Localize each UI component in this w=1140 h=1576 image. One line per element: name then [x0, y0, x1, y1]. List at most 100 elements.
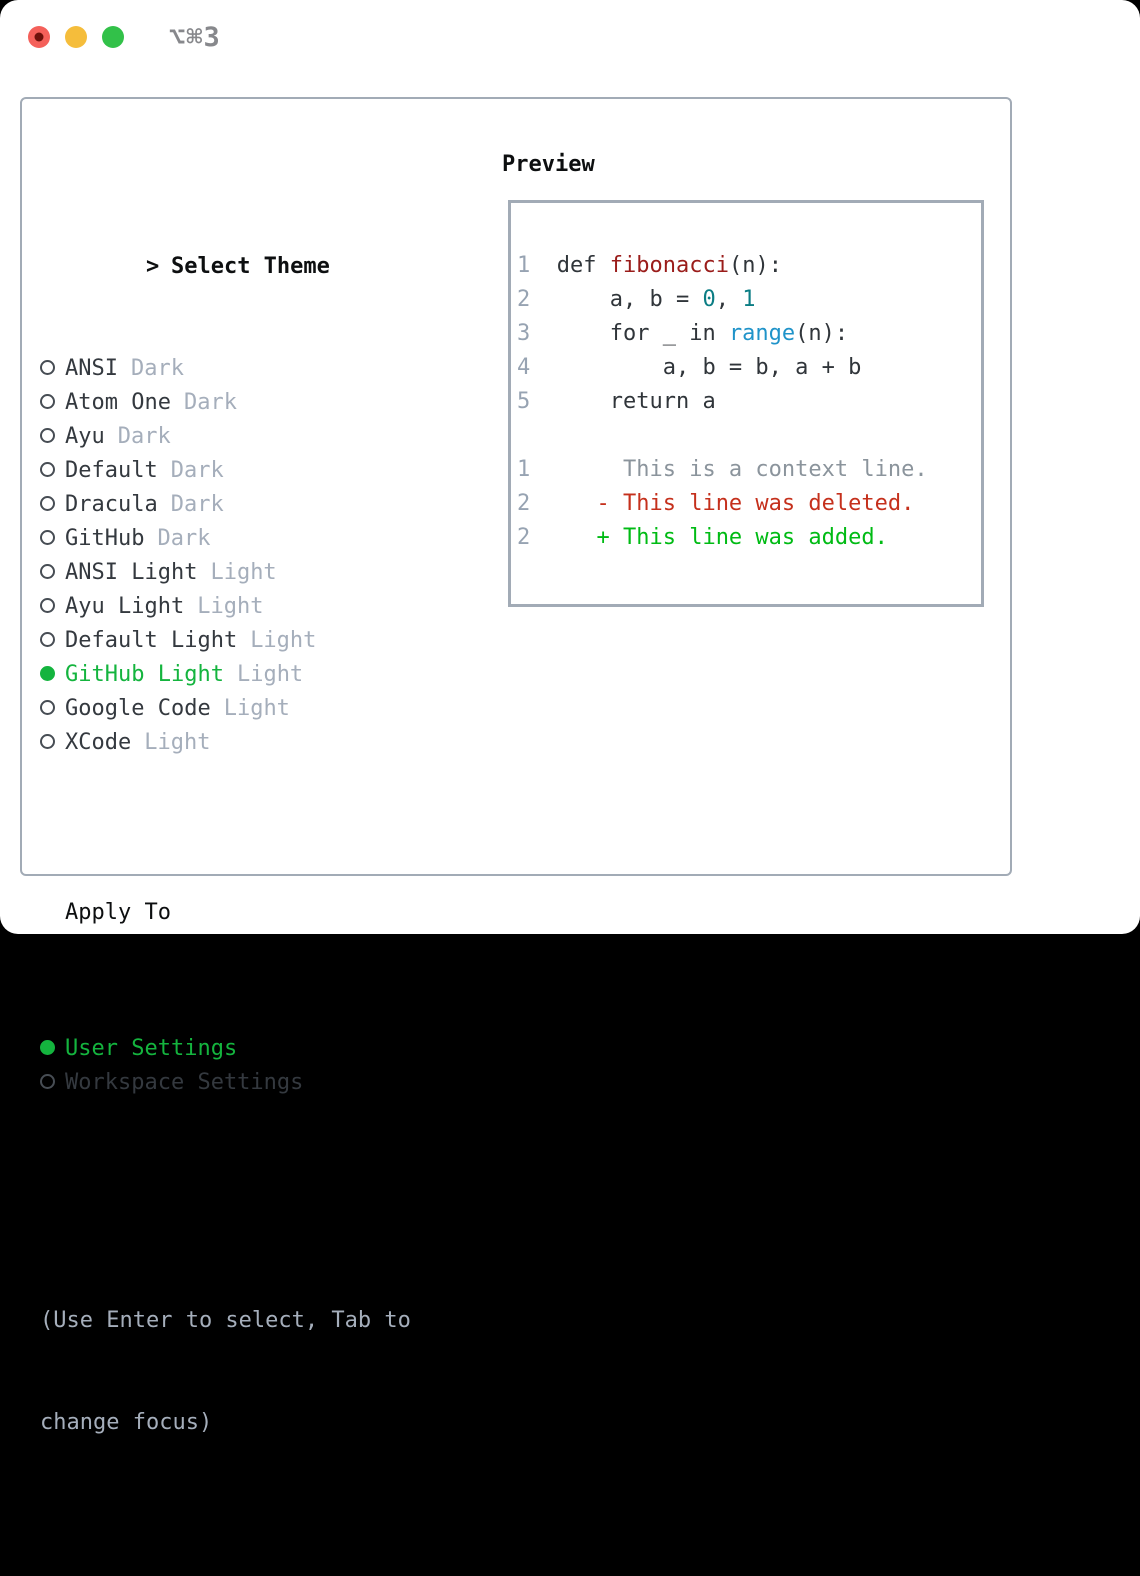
select-theme-header: > Select Theme	[40, 216, 411, 279]
option-variant-label: Dark	[117, 424, 171, 449]
preview-header: Preview	[502, 152, 595, 177]
option-label: XCode	[65, 730, 132, 755]
line-number: 2	[517, 525, 557, 550]
token-code_plain: def	[556, 253, 610, 278]
markerbox	[40, 658, 65, 692]
option-label: User Settings	[65, 1036, 238, 1061]
radio-icon	[40, 394, 55, 409]
radio-icon	[40, 734, 55, 749]
option-variant-label: Dark	[170, 458, 224, 483]
option-label: Dracula	[65, 492, 158, 517]
option-label: Workspace Settings	[65, 1070, 304, 1095]
line-number: 1	[517, 457, 557, 482]
option-variant-label: Light	[250, 628, 317, 653]
option-label: GitHub	[65, 526, 145, 551]
option-label: GitHub Light	[65, 662, 224, 687]
theme-option-ansi[interactable]: ANSI Dark	[40, 352, 411, 386]
option-label: Ayu	[65, 424, 105, 449]
markerbox	[40, 692, 65, 726]
token-code_builtin: range	[728, 321, 796, 346]
token-code_number: 1	[742, 287, 756, 312]
theme-option-google-code[interactable]: Google Code Light	[40, 692, 411, 726]
option-variant-label: Dark	[157, 526, 211, 551]
markerbox	[40, 590, 65, 624]
token-code_plain: ,	[715, 287, 743, 312]
window-titlebar: ⌥⌘3	[28, 22, 221, 53]
token-code_plain: (n):	[728, 253, 782, 278]
blank-line	[517, 419, 973, 453]
apply-to-header: Apply To	[65, 900, 171, 925]
token-diff_context: This is a context line.	[556, 457, 928, 482]
radio-icon	[40, 360, 55, 375]
apply-option-workspace-settings[interactable]: Workspace Settings	[40, 1066, 411, 1100]
radio-icon	[40, 700, 55, 715]
option-label: Default Light	[65, 628, 238, 653]
token-diff_deleted: - This line was deleted.	[556, 491, 915, 516]
option-variant-label: Dark	[130, 356, 184, 381]
radio-icon	[40, 496, 55, 511]
token-code_plain: for _ in	[556, 321, 729, 346]
minimize-button[interactable]	[65, 26, 87, 48]
markerbox	[40, 386, 65, 420]
option-variant-label: Light	[197, 594, 264, 619]
token-diff_added: + This line was added.	[556, 525, 888, 550]
token-code_number: 0	[702, 287, 716, 312]
option-label: Atom One	[65, 390, 171, 415]
code-line: 4 a, b = b, a + b	[517, 351, 973, 385]
radio-icon	[40, 1074, 55, 1089]
zoom-button[interactable]	[102, 26, 124, 48]
radio-icon	[40, 598, 55, 613]
markerbox	[40, 1066, 65, 1100]
cursor-marker: >	[145, 254, 160, 279]
code-line: 2 a, b = 0, 1	[517, 283, 973, 317]
option-variant-label: Light	[236, 662, 304, 687]
radio-icon	[40, 530, 55, 545]
theme-option-github-light[interactable]: GitHub Light Light	[40, 658, 411, 692]
markerbox	[40, 556, 65, 590]
theme-option-default-light[interactable]: Default Light Light	[40, 624, 411, 658]
option-variant-label: Light	[210, 560, 277, 585]
close-button[interactable]	[28, 26, 50, 48]
markerbox	[40, 726, 65, 760]
line-number: 2	[517, 287, 557, 312]
radio-icon	[40, 632, 55, 647]
option-label: Google Code	[65, 696, 211, 721]
hint-line: (Use Enter to select, Tab to	[40, 1308, 411, 1333]
code-line: 1 def fibonacci(n):	[517, 249, 973, 283]
markerbox	[40, 352, 65, 386]
hint-line: change focus)	[40, 1410, 213, 1435]
radio-icon	[40, 564, 55, 579]
option-label: Ayu Light	[65, 594, 185, 619]
option-label: ANSI	[65, 356, 118, 381]
code-line: 5 return a	[517, 385, 973, 419]
hint-text: (Use Enter to select, Tab to change focu…	[40, 1236, 411, 1508]
theme-option-ayu-light[interactable]: Ayu Light Light	[40, 590, 411, 624]
markerbox	[40, 1032, 65, 1066]
diff-line: 2 - This line was deleted.	[517, 487, 973, 521]
markerbox	[40, 454, 65, 488]
token-code_plain: (n):	[795, 321, 849, 346]
markerbox	[40, 522, 65, 556]
theme-option-github[interactable]: GitHub Dark	[40, 522, 411, 556]
radio-selected-icon	[40, 1040, 55, 1055]
line-number: 2	[517, 491, 557, 516]
diff-line: 1 This is a context line.	[517, 453, 973, 487]
markerbox	[40, 420, 65, 454]
apply-option-user-settings[interactable]: User Settings	[40, 1032, 411, 1066]
token-code_plain: return a	[556, 389, 716, 414]
option-variant-label: Light	[223, 696, 290, 721]
theme-option-ayu[interactable]: Ayu Dark	[40, 420, 411, 454]
token-code_plain: a, b =	[556, 287, 703, 312]
token-code_plain: a, b = b, a + b	[556, 355, 862, 380]
select-theme-title: Select Theme	[170, 254, 330, 279]
